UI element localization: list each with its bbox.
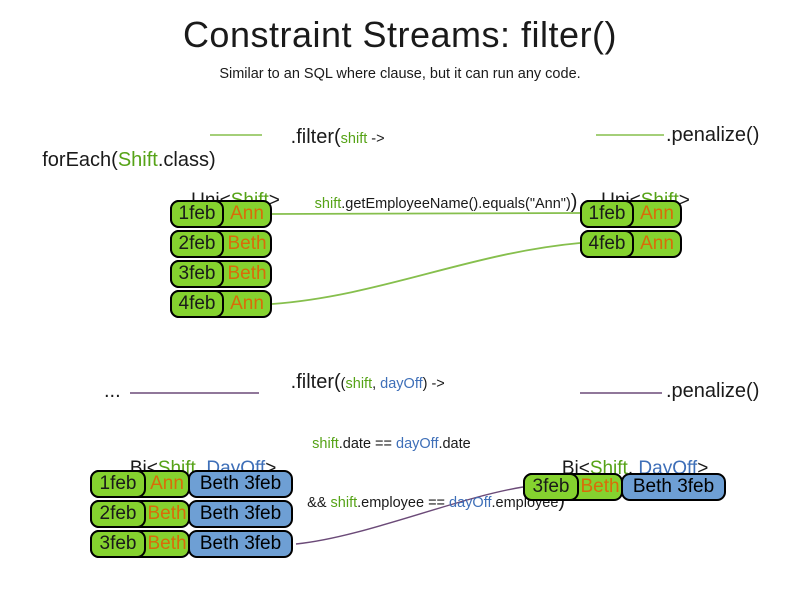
- lambda-arrow: ->: [367, 131, 385, 147]
- bi-filter-line1: .filter((shift, dayOff) ->: [264, 353, 565, 412]
- date-cell: 1feb: [90, 470, 146, 498]
- uni-right-table: 1feb Ann 4feb Ann: [580, 200, 682, 260]
- bi-connector-3feb: [295, 486, 524, 545]
- comma: ,: [627, 458, 639, 479]
- uni-filter-code: .filter(shift -> shift.getEmployeeName()…: [264, 108, 578, 232]
- code-text: .employee ==: [357, 495, 450, 511]
- shift-cell-group: 3feb Beth: [90, 530, 190, 558]
- table-row: 1feb Ann Beth 3feb: [90, 470, 293, 498]
- date-cell: 3feb: [90, 530, 146, 558]
- employee-cell: Ann: [230, 293, 264, 314]
- uni-source-code: forEach(Shift.class): [20, 126, 216, 195]
- code-text: .date ==: [338, 436, 397, 452]
- closing-paren: ): [558, 490, 566, 512]
- employee-cell: Ann: [640, 203, 674, 224]
- table-row: 3feb Beth: [170, 260, 272, 288]
- bi-filter-line2: shift.date == dayOff.date: [288, 420, 565, 468]
- employee-cell: Ann: [230, 203, 264, 224]
- var-token: dayOff: [449, 495, 492, 511]
- shift-cell-group: 1feb Ann: [90, 470, 190, 498]
- employee-cell: Beth: [147, 503, 187, 524]
- table-row: 1feb Ann: [580, 200, 682, 228]
- heading-text: >: [268, 190, 280, 211]
- uni-filter-line1: .filter(shift ->: [264, 108, 577, 167]
- bi-penalize-code: .penalize(): [666, 380, 760, 402]
- code-text: &&: [307, 495, 331, 511]
- lambda-param-shift: shift: [345, 376, 373, 392]
- uni-filter-line2: shift.getEmployeeName().equals("Ann")): [288, 173, 578, 232]
- lambda-arrow: ) ->: [422, 376, 445, 392]
- comma: ,: [195, 458, 207, 479]
- dayoff-cell: Beth 3feb: [188, 500, 293, 528]
- dayoff-cell: Beth 3feb: [188, 470, 293, 498]
- var-token: shift: [312, 436, 339, 452]
- filter-head: .filter(: [290, 126, 341, 148]
- heading-text: >: [697, 458, 709, 479]
- date-cell: 2feb: [90, 500, 146, 528]
- uni-connector-4feb: [271, 242, 581, 305]
- filter-head: .filter(: [290, 371, 341, 393]
- employee-cell: Ann: [640, 233, 674, 254]
- paren: (: [340, 376, 346, 392]
- date-cell: 3feb: [523, 473, 579, 501]
- closing-paren: ): [570, 191, 578, 213]
- code-text: .date: [438, 436, 471, 452]
- heading-text: >: [678, 190, 690, 211]
- table-row: 2feb Beth Beth 3feb: [90, 500, 293, 528]
- var-token: dayOff: [396, 436, 439, 452]
- table-row: 3feb Beth Beth 3feb: [90, 530, 293, 558]
- date-cell: 1feb: [580, 200, 634, 228]
- heading-text: >: [265, 458, 277, 479]
- shift-cell-group: 2feb Beth: [90, 500, 190, 528]
- date-cell: 2feb: [170, 230, 224, 258]
- bi-source-ellipsis: ...: [104, 380, 121, 402]
- shift-cell-group: 3feb Beth: [523, 473, 623, 501]
- employee-cell: Beth: [147, 533, 187, 554]
- table-row: 4feb Ann: [580, 230, 682, 258]
- date-cell: 4feb: [170, 290, 224, 318]
- date-cell: 3feb: [170, 260, 224, 288]
- dayoff-cell: Beth 3feb: [188, 530, 293, 558]
- employee-cell: Ann: [150, 473, 184, 494]
- employee-cell: Beth: [227, 263, 267, 284]
- code-text: .class): [157, 149, 216, 171]
- bi-filter-code: .filter((shift, dayOff) -> shift.date ==…: [264, 353, 565, 529]
- uni-connector-1feb: [271, 212, 581, 215]
- code-text: .getEmployeeName().equals("Ann"): [341, 196, 571, 212]
- dayoff-cell: Beth 3feb: [621, 473, 726, 501]
- page-title: Constraint Streams: filter(): [182, 14, 618, 55]
- var-token: shift: [330, 495, 358, 511]
- uni-left-table: 1feb Ann 2feb Beth 3feb Beth 4feb Ann: [170, 200, 272, 320]
- date-cell: 1feb: [170, 200, 224, 228]
- lambda-param: shift: [340, 131, 368, 147]
- page-subtitle: Similar to an SQL where clause, but it c…: [219, 66, 581, 82]
- var-token: shift: [314, 196, 342, 212]
- code-text: forEach(: [42, 149, 118, 171]
- lambda-param-dayoff: dayOff: [380, 376, 423, 392]
- table-row: 1feb Ann: [170, 200, 272, 228]
- bi-left-table: 1feb Ann Beth 3feb 2feb Beth Beth 3feb 3…: [90, 470, 293, 560]
- class-token: Shift: [117, 149, 158, 171]
- employee-cell: Beth: [227, 233, 267, 254]
- employee-cell: Beth: [580, 476, 620, 497]
- comma: ,: [372, 376, 381, 392]
- date-cell: 4feb: [580, 230, 634, 258]
- table-row: 4feb Ann: [170, 290, 272, 318]
- bi-right-table: 3feb Beth Beth 3feb: [523, 473, 726, 503]
- table-row: 3feb Beth Beth 3feb: [523, 473, 726, 501]
- uni-penalize-code: .penalize(): [666, 124, 760, 146]
- table-row: 2feb Beth: [170, 230, 272, 258]
